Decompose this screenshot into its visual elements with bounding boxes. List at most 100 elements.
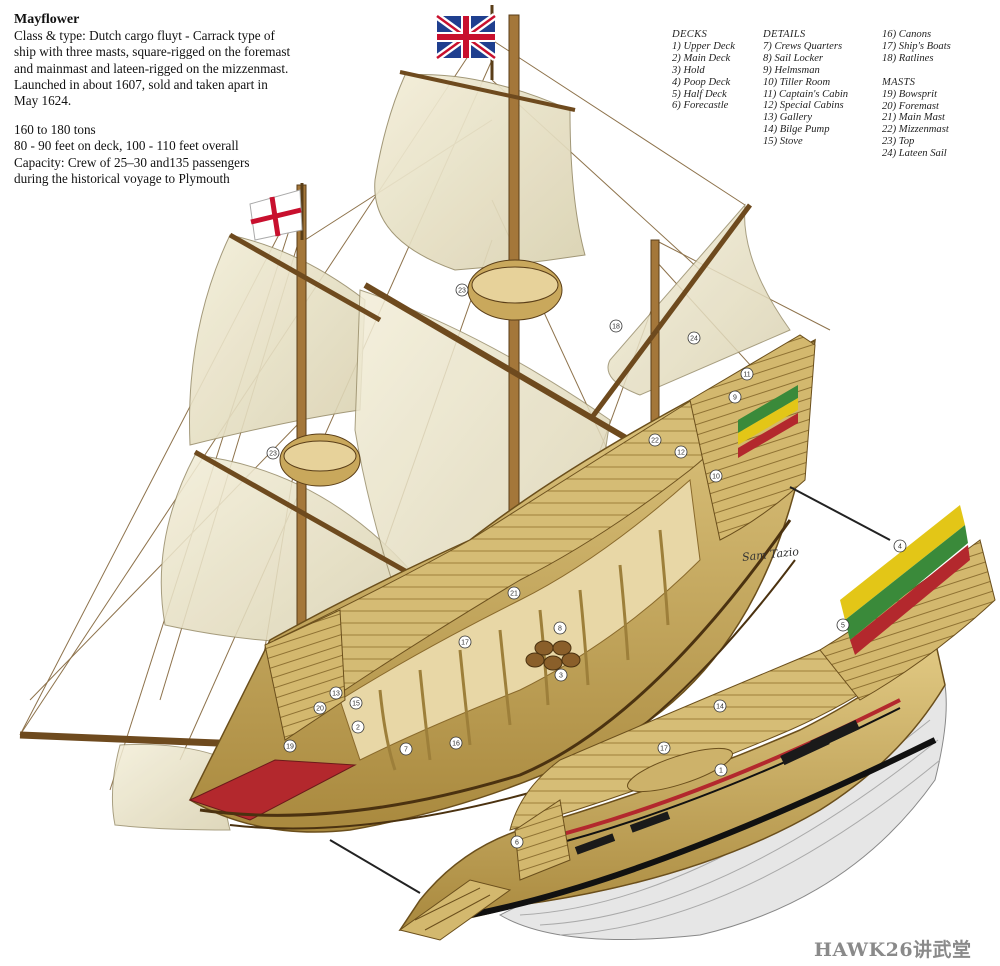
callout-9: 9 xyxy=(728,390,742,404)
svg-text:3: 3 xyxy=(559,672,563,679)
callout-20: 20 xyxy=(313,701,327,715)
legend-item: 2) Main Deck xyxy=(672,52,731,64)
legend-details: DETAILS 7) Crews Quarters 8) Sail Locker… xyxy=(763,29,848,148)
intro-line: ship with three masts, square-rigged on … xyxy=(14,44,291,60)
lower-ship xyxy=(329,486,996,941)
legend-item: 7) Crews Quarters xyxy=(763,40,843,52)
legend-heading-masts: MASTS xyxy=(882,76,916,88)
svg-text:8: 8 xyxy=(558,625,562,632)
svg-text:17: 17 xyxy=(461,639,469,646)
svg-text:6: 6 xyxy=(515,839,519,846)
callout-24: 24 xyxy=(687,331,701,345)
svg-text:23: 23 xyxy=(269,450,277,457)
svg-text:24: 24 xyxy=(690,335,698,342)
callout-23: 23 xyxy=(266,446,280,460)
legend-item: 23) Top xyxy=(882,136,915,148)
svg-text:22: 22 xyxy=(651,437,659,444)
svg-text:14: 14 xyxy=(716,703,724,710)
callout-7: 7 xyxy=(399,742,413,756)
legend-item: 9) Helmsman xyxy=(763,64,820,76)
svg-text:18: 18 xyxy=(612,323,620,330)
legend-item: 16) Canons xyxy=(882,29,932,40)
callout-22: 22 xyxy=(648,433,662,447)
callout-4: 4 xyxy=(893,539,907,553)
svg-text:9: 9 xyxy=(733,394,737,401)
legend-item: 5) Half Deck xyxy=(672,88,727,100)
fore-topsail xyxy=(189,234,366,446)
svg-text:10: 10 xyxy=(712,473,720,480)
legend-item: 24) Lateen Sail xyxy=(882,148,947,160)
intro-line: May 1624. xyxy=(14,93,72,109)
svg-text:4: 4 xyxy=(898,543,902,550)
callout-8: 8 xyxy=(553,621,567,635)
legend-details-masts: 16) Canons 17) Ship's Boats 18) Ratlines… xyxy=(882,29,951,160)
svg-text:16: 16 xyxy=(452,740,460,747)
svg-text:15: 15 xyxy=(352,700,360,707)
legend-item: 3) Hold xyxy=(672,64,705,76)
union-flag xyxy=(434,5,498,80)
intro-panel: Mayflower Class & type: Dutch cargo fluy… xyxy=(14,12,344,187)
callout-14: 14 xyxy=(713,699,727,713)
callout-5: 5 xyxy=(836,618,850,632)
callout-markers: 1234567891011121314151617181920212223242… xyxy=(266,283,907,849)
spec-line: 80 - 90 feet on deck, 100 - 110 feet ove… xyxy=(14,138,239,154)
svg-text:11: 11 xyxy=(743,371,750,378)
legend-item: 1) Upper Deck xyxy=(672,40,735,52)
intro-line: Launched in about 1607, sold and taken a… xyxy=(14,76,268,92)
svg-text:17: 17 xyxy=(660,745,668,752)
watermark: HAWK26讲武堂 xyxy=(814,939,972,961)
spec-line: during the historical voyage to Plymouth xyxy=(14,170,230,186)
legend-item: 14) Bilge Pump xyxy=(763,124,830,136)
legend-item: 20) Foremast xyxy=(882,100,939,112)
legend-decks: DECKS 1) Upper Deck 2) Main Deck 3) Hold… xyxy=(672,29,735,112)
legend-item: 15) Stove xyxy=(763,136,803,148)
ships-boat xyxy=(627,747,733,793)
legend-item: 13) Gallery xyxy=(763,112,813,124)
legend-item: 11) Captain's Cabin xyxy=(763,88,849,100)
callout-23: 23 xyxy=(455,283,469,297)
spec-line: Capacity: Crew of 25–30 and135 passenger… xyxy=(14,154,250,170)
callout-10: 10 xyxy=(709,469,723,483)
callout-11: 11 xyxy=(740,367,754,381)
callout-15: 15 xyxy=(349,696,363,710)
legend-item: 8) Sail Locker xyxy=(763,52,824,64)
legend-item: 17) Ship's Boats xyxy=(882,40,951,52)
legend-item: 4) Poop Deck xyxy=(672,76,731,88)
callout-1: 1 xyxy=(714,763,728,777)
svg-text:13: 13 xyxy=(332,690,340,697)
svg-text:19: 19 xyxy=(286,743,294,750)
legend-item: 6) Forecastle xyxy=(672,100,729,112)
intro-line: Class & type: Dutch cargo fluyt - Carrac… xyxy=(14,28,275,44)
main-hull xyxy=(188,334,816,833)
callout-3: 3 xyxy=(554,668,568,682)
legend-item: 10) Tiller Room xyxy=(763,76,831,88)
callout-21: 21 xyxy=(507,586,521,600)
legend-item: 19) Bowsprit xyxy=(882,88,938,100)
svg-text:7: 7 xyxy=(404,746,408,753)
callout-12: 12 xyxy=(674,445,688,459)
svg-text:12: 12 xyxy=(677,449,685,456)
legend-item: 12) Special Cabins xyxy=(763,100,844,112)
legend-heading-decks: DECKS xyxy=(672,29,708,40)
callout-6: 6 xyxy=(510,835,524,849)
legend-heading-details: DETAILS xyxy=(763,29,806,40)
svg-text:1: 1 xyxy=(719,767,723,774)
st-george-flag xyxy=(249,183,304,241)
main-topsail xyxy=(374,73,586,271)
svg-text:23: 23 xyxy=(458,287,466,294)
spec-line: 160 to 180 tons xyxy=(14,122,96,138)
callout-17: 17 xyxy=(458,635,472,649)
intro-line: and mainmast and lateen-rigged on the mi… xyxy=(14,60,289,76)
svg-text:20: 20 xyxy=(316,705,324,712)
svg-text:21: 21 xyxy=(510,590,518,597)
callout-16: 16 xyxy=(449,736,463,750)
legend-item: 22) Mizzenmast xyxy=(882,124,949,136)
callout-17: 17 xyxy=(657,741,671,755)
callout-19: 19 xyxy=(283,739,297,753)
callout-18: 18 xyxy=(609,319,623,333)
legend-item: 18) Ratlines xyxy=(882,52,934,64)
legend-item: 21) Main Mast xyxy=(882,112,945,124)
svg-text:2: 2 xyxy=(356,724,360,731)
callout-13: 13 xyxy=(329,686,343,700)
